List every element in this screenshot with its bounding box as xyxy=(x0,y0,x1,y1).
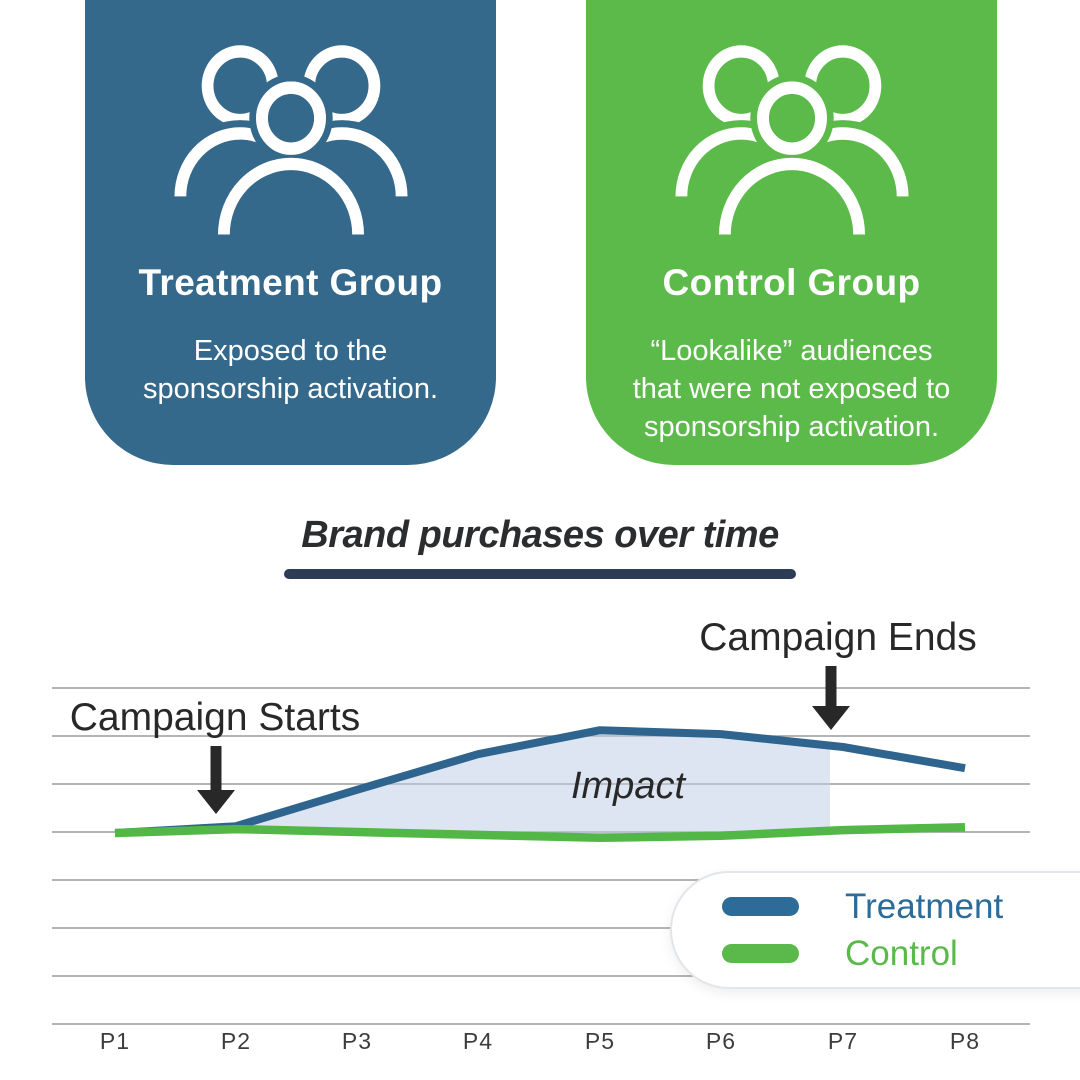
control-group-card: Control Group “Lookalike” audiences that… xyxy=(586,0,997,465)
treatment-legend-label: Treatment xyxy=(845,886,1004,926)
campaign-ends-arrow xyxy=(812,666,850,730)
x-axis-label: P2 xyxy=(221,1028,251,1054)
chart-title-underline xyxy=(284,569,796,579)
treatment-card-title: Treatment Group xyxy=(138,262,443,303)
people-group-icon xyxy=(656,40,928,246)
campaign-ends-label: Campaign Ends xyxy=(699,616,977,659)
treatment-card-body: Exposed to the sponsorship activation. xyxy=(143,335,438,405)
treatment-group-card: Treatment Group Exposed to the sponsorsh… xyxy=(85,0,496,465)
x-axis-label: P7 xyxy=(828,1028,858,1054)
legend-item-control: Control xyxy=(722,933,1080,973)
people-group-icon xyxy=(155,40,427,246)
x-axis-label: P6 xyxy=(706,1028,736,1054)
legend-item-treatment: Treatment xyxy=(722,886,1080,926)
campaign-starts-label: Campaign Starts xyxy=(70,696,360,739)
chart-title: Brand purchases over time xyxy=(301,514,779,556)
chart-legend: Treatment Control xyxy=(670,871,1080,989)
x-axis-label: P1 xyxy=(100,1028,130,1054)
control-line-swatch xyxy=(722,944,799,963)
control-card-body: “Lookalike” audiences that were not expo… xyxy=(632,335,951,443)
x-axis-label: P4 xyxy=(463,1028,493,1054)
control-legend-label: Control xyxy=(845,933,958,973)
x-axis-label: P5 xyxy=(585,1028,615,1054)
treatment-line xyxy=(114,726,966,837)
x-axis-label: P3 xyxy=(342,1028,372,1054)
control-card-title: Control Group xyxy=(662,262,921,303)
x-axis-label: P8 xyxy=(950,1028,980,1054)
impact-area xyxy=(236,730,830,838)
treatment-line-swatch xyxy=(722,897,799,916)
control-line xyxy=(114,822,966,843)
campaign-starts-arrow xyxy=(197,746,235,814)
impact-label: Impact xyxy=(571,765,686,807)
